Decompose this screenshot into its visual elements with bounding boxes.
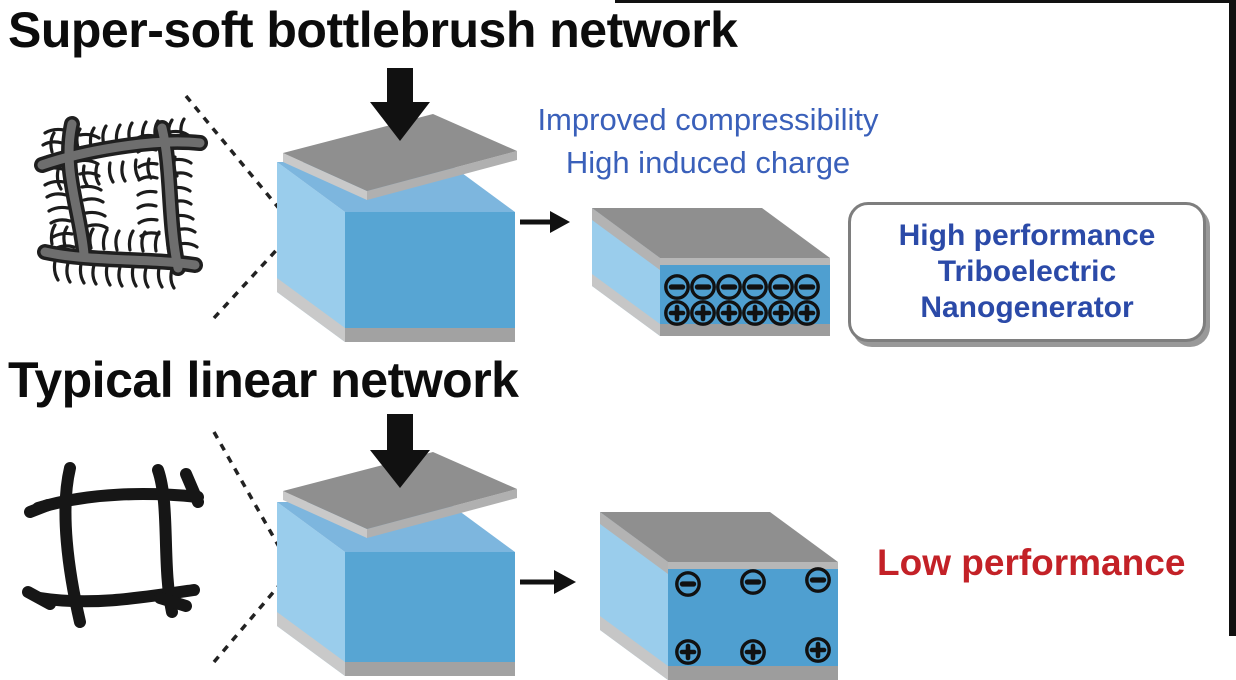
low-performance-label: Low performance: [877, 542, 1186, 583]
electrode-plate-bottom: [283, 452, 517, 538]
zoom-dashed-lines-bottom: [212, 431, 284, 664]
down-arrow-icon: [370, 414, 430, 488]
top-panel-title: Super-soft bottlebrush network: [8, 2, 738, 58]
linear-network-icon: [22, 462, 204, 628]
zoom-dashed-lines-top: [184, 94, 284, 320]
bottom-panel-title: Typical linear network: [8, 352, 519, 408]
result-box-line-3: Nanogenerator: [920, 291, 1134, 324]
compressed-device-top: [592, 208, 830, 336]
compressibility-annotation: Improved compressibility High induced ch…: [503, 98, 913, 184]
bottlebrush-network-icon: [34, 116, 208, 290]
compressed-device-bottom: [600, 512, 838, 680]
frame-right-line: [1229, 0, 1236, 636]
annotation-line-1: Improved compressibility: [537, 102, 879, 137]
high-performance-result-box: High performance Triboelectric Nanogener…: [848, 202, 1206, 342]
result-box-line-1: High performance: [898, 219, 1156, 252]
right-arrow-icon: [520, 211, 570, 233]
annotation-line-2: High induced charge: [565, 145, 851, 180]
right-arrow-icon: [520, 570, 576, 594]
electrode-plate-top: [283, 114, 517, 200]
down-arrow-icon: [370, 68, 430, 141]
result-box-line-2: Triboelectric: [937, 255, 1117, 288]
frame-top-line: [615, 0, 1236, 3]
